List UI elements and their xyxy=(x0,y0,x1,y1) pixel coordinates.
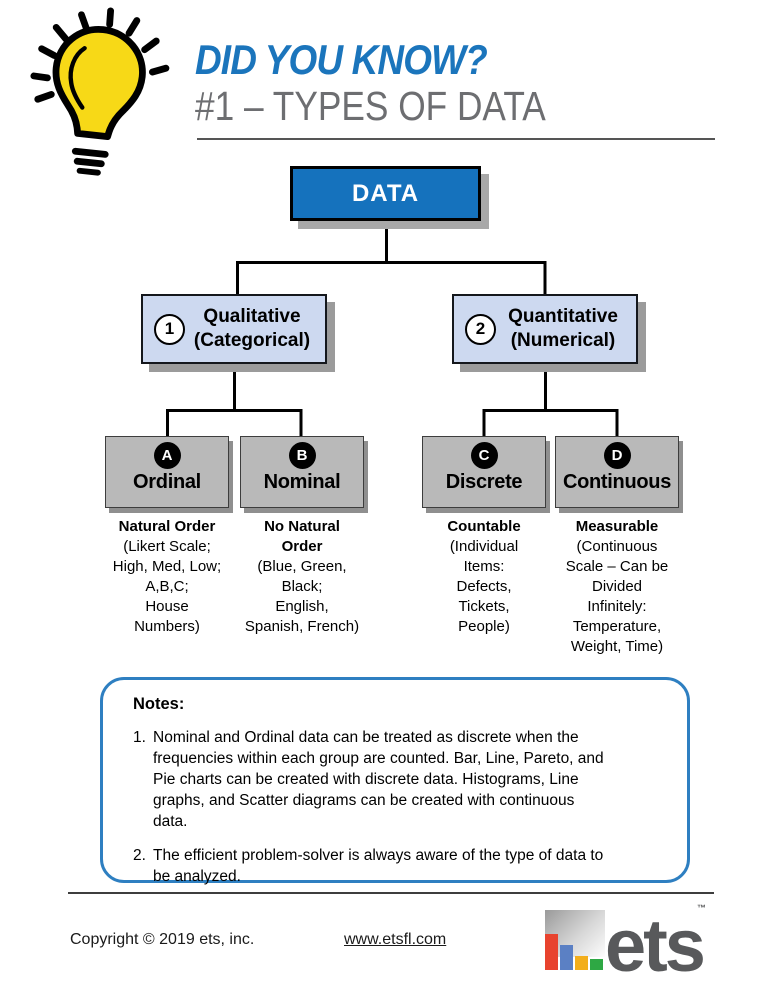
discrete-node: C Discrete xyxy=(422,436,546,508)
note-item-1: 1. Nominal and Ordinal data can be treat… xyxy=(133,727,661,832)
discrete-desc-body: (Individual Items: Defects, Tickets, Peo… xyxy=(449,538,519,635)
qualitative-label: Qualitative (Categorical) xyxy=(193,306,311,351)
logo-bar-green xyxy=(590,959,603,970)
logo-bar-red xyxy=(545,934,558,970)
copyright-text: Copyright © 2019 ets, inc. xyxy=(70,931,255,948)
number-badge-1: 1 xyxy=(154,313,185,345)
note-2-number: 2. xyxy=(133,847,146,864)
nominal-desc-body: (Blue, Green, Black; English, Spanish, F… xyxy=(244,558,360,635)
note-1-number: 1. xyxy=(133,729,146,746)
logo-wordmark: ets xyxy=(605,904,706,987)
notes-box: Notes: 1. Nominal and Ordinal data can b… xyxy=(100,677,690,885)
trademark-symbol: ™ xyxy=(697,903,706,913)
discrete-label: Discrete xyxy=(445,471,523,493)
data-root-label: DATA xyxy=(351,179,420,207)
connector-quantitative xyxy=(482,363,619,438)
letter-badge-d: D xyxy=(603,442,631,469)
ets-logo: ets ™ xyxy=(545,903,723,983)
nominal-label: Nominal xyxy=(263,471,341,493)
ordinal-desc-title: Natural Order xyxy=(118,518,216,535)
ordinal-label: Ordinal xyxy=(133,471,201,493)
note-item-2: 2. The efficient problem-solver is alway… xyxy=(133,845,661,887)
letter-badge-a: A xyxy=(153,442,181,469)
nominal-node: B Nominal xyxy=(240,436,364,508)
nominal-desc-title: No Natural Order xyxy=(264,518,340,555)
connector-qualitative xyxy=(166,363,303,438)
continuous-desc-title: Measurable xyxy=(575,518,659,535)
quantitative-label: Quantitative (Numerical) xyxy=(508,306,618,351)
lightbulb-icon xyxy=(30,7,170,176)
letter-badge-c: C xyxy=(470,442,498,469)
ordinal-node: A Ordinal xyxy=(105,436,229,508)
notes-heading: Notes: xyxy=(133,695,185,713)
nominal-description: No Natural Order (Blue, Green, Black; En… xyxy=(227,517,377,637)
continuous-description: Measurable (Continuous Scale – Can be Di… xyxy=(542,517,692,657)
number-badge-2: 2 xyxy=(465,313,496,345)
data-root-node: DATA xyxy=(290,166,481,221)
continuous-node: D Continuous xyxy=(555,436,679,508)
note-1-text: Nominal and Ordinal data can be treated … xyxy=(153,729,604,830)
discrete-desc-title: Countable xyxy=(447,518,521,535)
ordinal-desc-body: (Likert Scale; High, Med, Low; A,B,C; Ho… xyxy=(112,538,222,635)
qualitative-node: 1 Qualitative (Categorical) xyxy=(141,294,327,364)
logo-bar-blue xyxy=(560,945,573,970)
note-2-text: The efficient problem-solver is always a… xyxy=(153,847,604,885)
continuous-label: Continuous xyxy=(562,471,672,493)
ordinal-description: Natural Order (Likert Scale; High, Med, … xyxy=(92,517,242,637)
footer-divider xyxy=(68,892,714,894)
header-divider xyxy=(197,138,715,140)
connector-root xyxy=(236,220,547,296)
website-link[interactable]: www.etsfl.com xyxy=(344,931,447,948)
quantitative-node: 2 Quantitative (Numerical) xyxy=(452,294,638,364)
continuous-desc-body: (Continuous Scale – Can be Divided Infin… xyxy=(565,538,669,655)
page-title: #1 – TYPES OF DATA xyxy=(195,83,546,129)
kicker-title: DID YOU KNOW? xyxy=(195,36,488,83)
letter-badge-b: B xyxy=(288,442,316,469)
logo-bar-yellow xyxy=(575,956,588,970)
discrete-description: Countable (Individual Items: Defects, Ti… xyxy=(409,517,559,637)
